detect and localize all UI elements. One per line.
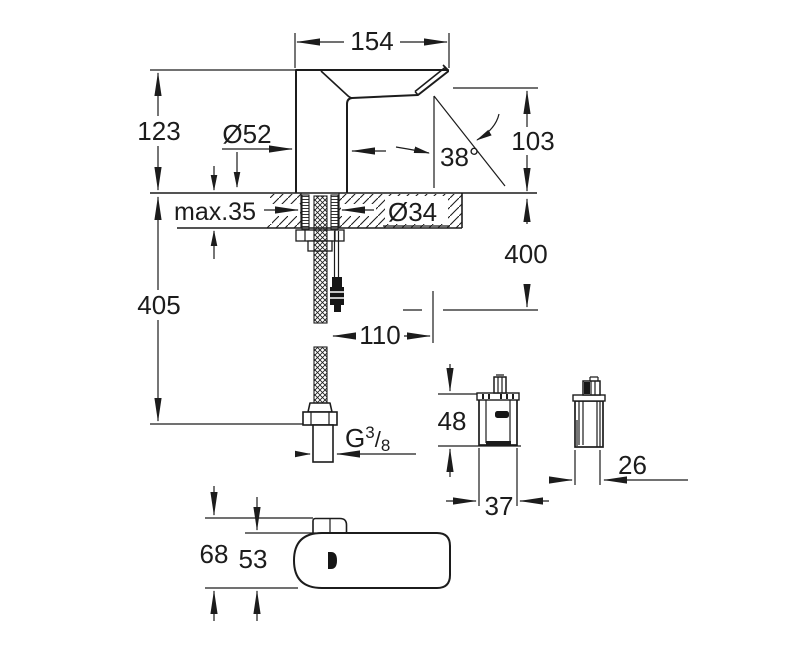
- ext-line: [574, 450, 601, 485]
- box-body: [478, 398, 518, 446]
- control-box-side-view: [572, 376, 606, 448]
- box-side-collar: [572, 394, 606, 402]
- grohe-logo-mark: [495, 411, 509, 418]
- spray-direction-line: [433, 95, 506, 187]
- hex-nut: [302, 411, 338, 426]
- ext-line: [294, 33, 450, 68]
- dim-label-body-height: 123: [137, 116, 180, 146]
- dim-deck-thickness: max.35: [172, 166, 272, 259]
- dim-spout-width: 154: [294, 26, 450, 68]
- leader-arrow: [476, 113, 500, 141]
- braided-hose-lower: [313, 346, 328, 404]
- dim-label-box-depth: 26: [618, 450, 647, 480]
- faucet-front-view: [295, 64, 449, 193]
- thread-tube: [312, 424, 334, 463]
- faucet-outline: [295, 69, 449, 193]
- top-view-body: [293, 532, 451, 589]
- dim-label-box-width: 37: [485, 491, 514, 521]
- control-box-front-view: [438, 374, 521, 447]
- g38-fitting: [302, 402, 338, 463]
- dim-body-height: 123: [137, 69, 296, 191]
- sensor-cable: [333, 231, 340, 278]
- box-side-body: [574, 400, 604, 448]
- dim-box-height: 48: [438, 364, 467, 477]
- dim-box-depth: 26: [549, 450, 688, 485]
- dim-body-diameter: Ø52: [222, 119, 386, 188]
- faucet-top-view: [205, 517, 451, 589]
- collar-ticks: [482, 394, 514, 399]
- dim-thread: G3/8: [295, 423, 416, 458]
- braided-hose-upper: [313, 195, 328, 324]
- dim-label-body-diameter: Ø52: [222, 119, 271, 149]
- top-view-spout-nub: [312, 517, 348, 533]
- dim-label-hole-diameter: Ø34: [388, 197, 437, 227]
- dim-box-width: 37: [446, 448, 549, 521]
- dim-label-mount-height: 400: [504, 239, 547, 269]
- deck-hole-edge: [300, 193, 340, 228]
- dim-mount-height: 400: [403, 198, 548, 343]
- dim-label-hose-offset: 110: [359, 320, 400, 350]
- faucet-bevel-edge: [320, 70, 353, 99]
- dim-label-thread: G3/8: [345, 423, 390, 455]
- dim-label-outlet-height: 103: [511, 126, 554, 156]
- dim-hose-length: 405: [137, 196, 303, 425]
- sensor-window: [328, 552, 337, 569]
- dim-outlet-height: 103: [453, 87, 555, 192]
- shank-thread-right: [330, 194, 339, 232]
- dim-hole-diameter: Ø34: [261, 196, 450, 227]
- dim-label-body-depth: 53: [239, 544, 268, 574]
- spout-outlet-face: [414, 64, 449, 96]
- dim-label-box-height: 48: [438, 406, 467, 436]
- dim-label-spout-width: 154: [350, 26, 393, 56]
- dim-body-depth: 53: [239, 497, 268, 621]
- dim-label-hose-length: 405: [137, 290, 180, 320]
- dim-label-deck-thickness: max.35: [174, 198, 256, 226]
- dim-label-spray-angle: 38°: [440, 142, 479, 172]
- ext-line: [478, 448, 518, 506]
- leader-arrow: [395, 146, 430, 154]
- dim-hose-offset: 110: [332, 320, 431, 350]
- dim-overall-depth: 68: [200, 486, 229, 621]
- shank-thread-left: [301, 194, 310, 232]
- dim-spray-angle: 38°: [395, 95, 506, 188]
- supply-hose: [302, 195, 344, 463]
- box-connector-stub: [493, 376, 507, 394]
- dim-label-overall-depth: 68: [200, 539, 229, 569]
- cable-connector-plug: [330, 277, 344, 312]
